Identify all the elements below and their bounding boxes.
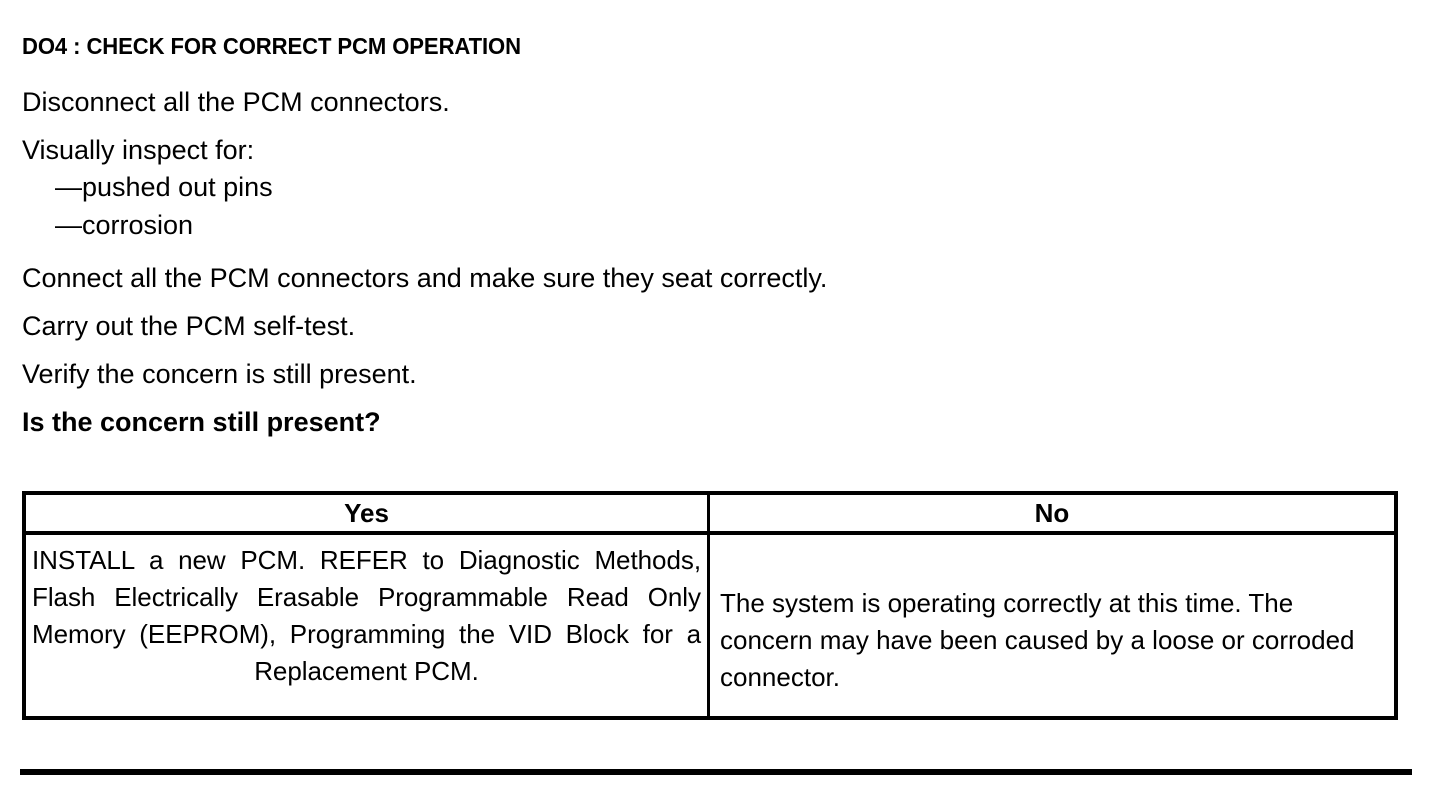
cell-no-text: The system is operating correctly at thi… xyxy=(720,588,1355,692)
inspect-item-pushed-out-pins: —pushed out pins xyxy=(55,172,273,202)
cell-yes: INSTALL a new PCM. REFER to Diagnostic M… xyxy=(26,535,710,716)
cell-no: The system is operating correctly at thi… xyxy=(710,535,1394,716)
step-verify-concern: Verify the concern is still present. xyxy=(22,359,417,389)
page-title: DO4 : CHECK FOR CORRECT PCM OPERATION xyxy=(22,33,521,59)
decision-table: Yes No INSTALL a new PCM. REFER to Diagn… xyxy=(22,491,1398,720)
step-visually-inspect: Visually inspect for: xyxy=(22,135,255,165)
column-header-yes: Yes xyxy=(26,495,710,531)
list-spacer xyxy=(22,244,1402,254)
section-divider-rule xyxy=(20,769,1412,775)
column-header-no: No xyxy=(1034,498,1070,528)
decision-table-body-row: INSTALL a new PCM. REFER to Diagnostic M… xyxy=(26,535,1394,716)
step-connect-connectors: Connect all the PCM connectors and make … xyxy=(22,263,828,293)
cell-yes-text: INSTALL a new PCM. REFER to Diagnostic M… xyxy=(32,545,701,686)
decision-question: Is the concern still present? xyxy=(22,407,381,437)
procedure-steps: Disconnect all the PCM connectors. Visua… xyxy=(22,78,1402,446)
decision-table-header-row: Yes No xyxy=(26,495,1394,535)
inspect-item-corrosion: —corrosion xyxy=(55,210,194,240)
step-disconnect-connectors: Disconnect all the PCM connectors. xyxy=(22,87,450,117)
inspect-item-list: —pushed out pins —corrosion xyxy=(22,168,1402,244)
step-carry-out-self-test: Carry out the PCM self-test. xyxy=(22,311,356,341)
